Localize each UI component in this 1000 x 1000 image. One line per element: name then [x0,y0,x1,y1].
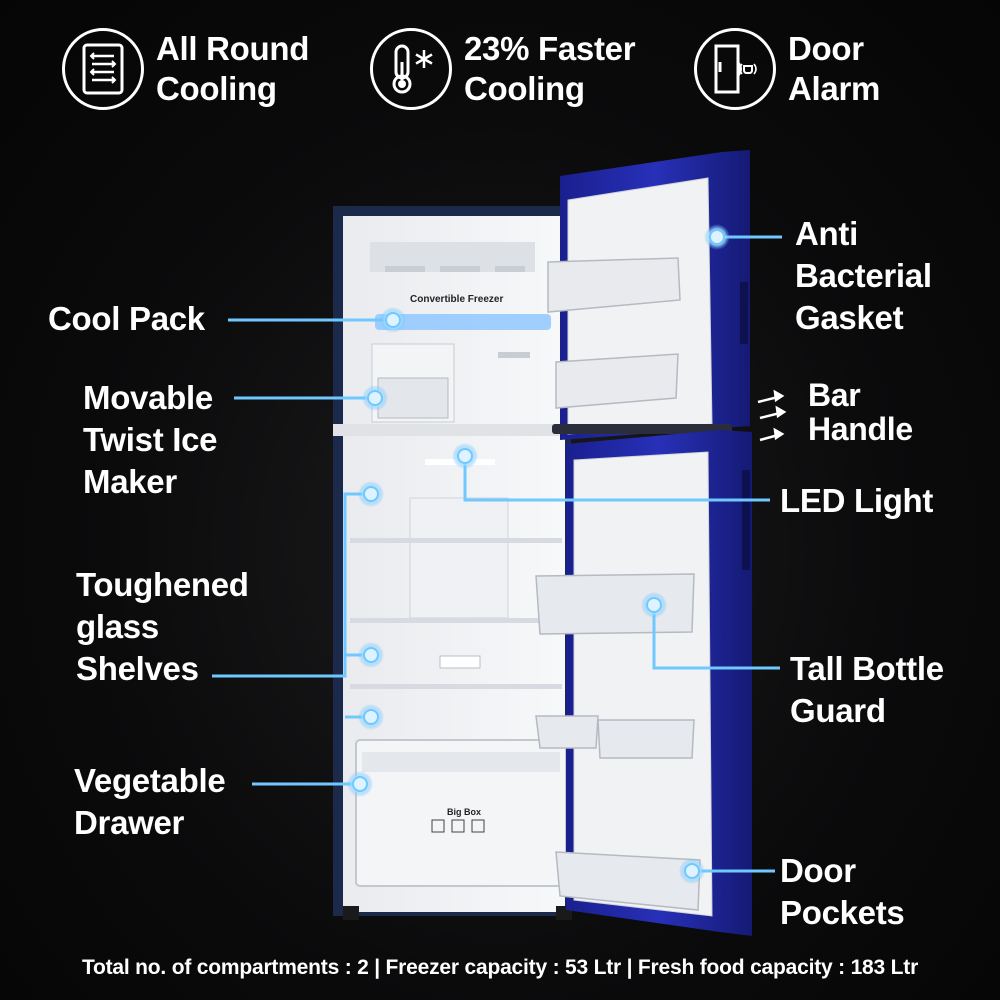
twist-ice-maker [377,377,449,419]
label-bottle-guard: Tall Bottle Guard [790,650,944,729]
callout-line-led [463,456,770,502]
feature-title: All Round Cooling [156,30,310,107]
drawer-label: Big Box [447,807,481,817]
callout-dots [347,224,730,884]
compartment-divider [333,424,571,436]
bar-handle [552,424,732,434]
label-door-pockets: Door Pockets [780,852,905,931]
capacity-footer: Total no. of compartments : 2 | Freezer … [81,956,919,979]
glass-shelf [350,538,562,543]
feature-door-alarm: Door Alarm [694,28,880,110]
label-cool-pack: Cool Pack [48,300,205,337]
feature-faster-cooling: 23% Faster Cooling [370,28,636,110]
tall-bottle-guard [535,573,695,635]
door-alarm-icon [694,28,776,110]
label-ice-maker: Movable Twist Ice Maker [83,379,218,500]
label-bar-handle: Bar Handle [808,377,913,447]
freezer-door-bin [547,257,681,313]
label-vegetable-drawer: Vegetable Drawer [74,762,226,841]
freezer-door-bin [555,353,679,409]
label-shelves: Toughened glass Shelves [76,566,249,687]
fridge-door-inner [573,451,713,917]
door-pocket [555,851,701,911]
all-round-cooling-icon [62,28,144,110]
cool-pack [375,314,551,330]
thermometer-snowflake-icon [370,28,452,110]
feature-all-round-cooling: All Round Cooling [62,28,309,110]
freezer-label: Convertible Freezer [410,294,503,305]
label-led-light: LED Light [780,482,934,519]
door-shelf [597,719,695,759]
bar-handle-arrows [757,389,787,442]
feature-title: 23% Faster Cooling [464,30,636,107]
glass-shelf [350,684,562,689]
feature-title: Door Alarm [788,30,881,107]
label-gasket: Anti Bacterial Gasket [795,215,932,336]
door-shelf [535,715,599,749]
glass-shelf [350,618,562,623]
callout-line-bottle-guard [652,605,780,670]
